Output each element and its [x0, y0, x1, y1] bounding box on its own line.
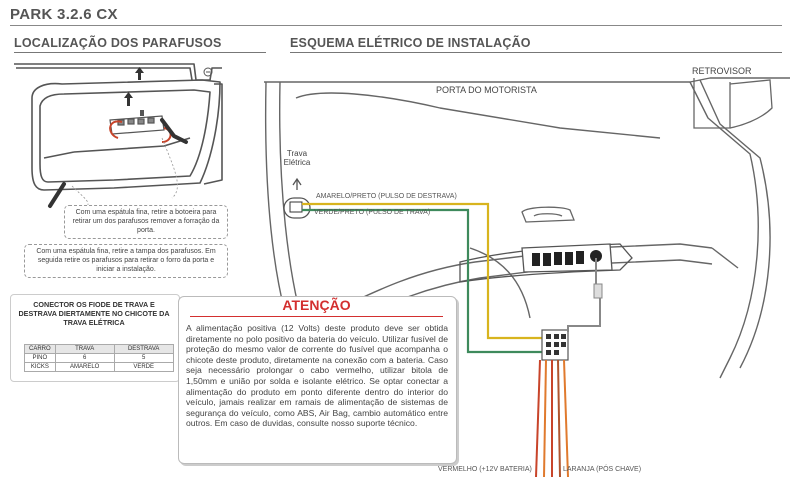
- table-row: KICKS AMARELO VERDE: [24, 362, 174, 372]
- title-divider: [10, 25, 782, 26]
- note-remove-button-panel: Com uma espátula fina, retire a botoeira…: [64, 205, 228, 239]
- table-header-row: CARRO TRAVA DESTRAVA: [24, 344, 174, 354]
- connector-table: CARRO TRAVA DESTRAVA PINO 6 5 KICKS AMAR…: [24, 344, 174, 372]
- note-remove-screw-cover: Com uma espátula fina, retire a tampa do…: [24, 244, 228, 278]
- wire-orange-label: LARANJA (PÓS CHAVE): [563, 466, 642, 473]
- table-cell: AMARELO: [54, 362, 115, 372]
- wire-red-label: VERMELHO (+12V BATERIA): [438, 466, 532, 473]
- wiring-diagram: [264, 77, 790, 477]
- attention-text: A alimentação positiva (12 Volts) deste …: [186, 323, 448, 429]
- lock-actuator-label-line1: Trava: [286, 149, 308, 158]
- table-cell: 5: [113, 353, 174, 363]
- table-cell: PINO: [24, 353, 56, 363]
- table-cell: 6: [54, 353, 115, 363]
- attention-divider: [190, 316, 443, 317]
- table-cell: VERDE: [113, 362, 174, 372]
- mirror-label: RETROVISOR: [692, 66, 752, 76]
- table-row: PINO 6 5: [24, 353, 174, 363]
- section-divider-left: [14, 52, 266, 53]
- attention-box: [178, 296, 457, 464]
- door-label: PORTA DO MOTORISTA: [436, 85, 537, 95]
- page-title: PARK 3.2.6 CX: [10, 6, 118, 23]
- lock-actuator-label: Trava Elétrica: [276, 149, 318, 167]
- wire-yellow-label: AMARELO/PRETO (PULSO DE DESTRAVA): [316, 193, 457, 200]
- section-divider-right: [290, 52, 782, 53]
- section-title-screws: LOCALIZAÇÃO DOS PARAFUSOS: [14, 36, 222, 50]
- attention-title: ATENÇÃO: [282, 297, 351, 313]
- connector-title: CONECTOR OS FIODE DE TRAVA E DESTRAVA DI…: [18, 300, 170, 327]
- table-cell: KICKS: [24, 362, 56, 372]
- table-header-cell: TRAVA: [54, 344, 115, 354]
- section-title-wiring: ESQUEMA ELÉTRICO DE INSTALAÇÃO: [290, 36, 531, 50]
- wire-green-label: VERDE/PRETO (PULSO DE TRAVA): [314, 209, 431, 216]
- lock-actuator-label-line2: Elétrica: [283, 158, 311, 167]
- table-header-cell: DESTRAVA: [113, 344, 174, 354]
- table-header-cell: CARRO: [24, 344, 56, 354]
- door-screw-illustration: [14, 63, 223, 209]
